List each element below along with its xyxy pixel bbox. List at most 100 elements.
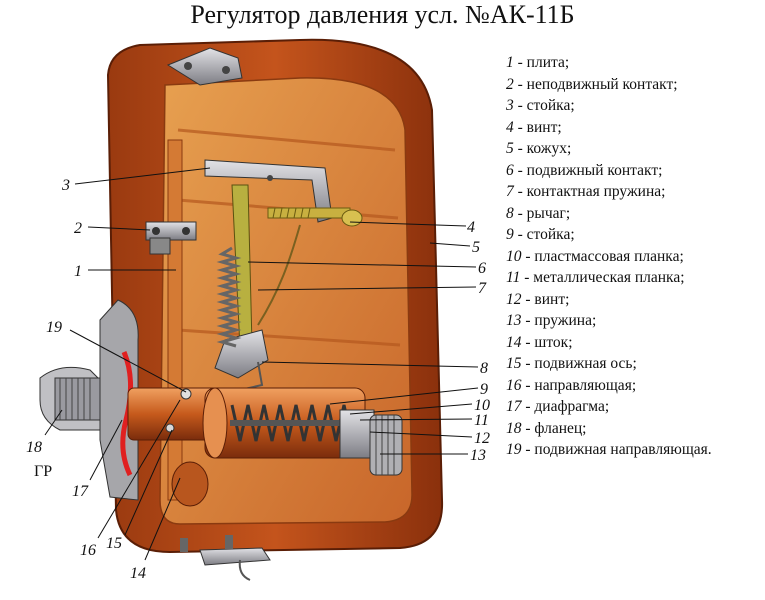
legend-separator: - xyxy=(521,376,535,394)
legend-text: подвижная направляющая. xyxy=(534,441,712,458)
legend-text: подвижная ось; xyxy=(534,355,637,372)
axis-pin xyxy=(165,423,175,433)
pivot-pin xyxy=(180,388,192,400)
legend-text: металлическая планка; xyxy=(533,269,685,286)
legend-item: 2 - неподвижный контакт; xyxy=(506,74,712,96)
legend-number: 10 xyxy=(506,247,522,265)
legend-text: шток; xyxy=(534,333,573,351)
callout-1: 1 xyxy=(74,263,82,280)
callout-15: 15 xyxy=(106,535,122,552)
legend-item: 18 - фланец; xyxy=(506,418,712,440)
legend-number: 7 xyxy=(506,183,514,200)
callout-11: 11 xyxy=(474,412,489,429)
callout-17: 17 xyxy=(72,483,89,500)
legend-text: плита; xyxy=(526,54,570,71)
legend-number: 15 xyxy=(506,355,522,372)
callout-8: 8 xyxy=(480,360,488,377)
legend-separator: - xyxy=(513,140,527,157)
leader-lines xyxy=(44,167,479,561)
legend-text: пластмассовая планка; xyxy=(534,247,684,265)
legend-separator: - xyxy=(513,54,527,71)
bottom-mount xyxy=(180,535,271,581)
diaphragm xyxy=(120,351,134,477)
legend-separator: - xyxy=(521,441,535,458)
legend-number: 4 xyxy=(506,118,514,136)
legend-item: 17 - диафрагма; xyxy=(506,396,712,418)
pressure-regulator-diagram: 3 2 1 4 5 6 7 8 9 10 11 12 13 19 18 ГР 1… xyxy=(26,38,490,582)
legend-separator: - xyxy=(521,312,535,329)
legend-item: 9 - стойка; xyxy=(506,224,712,246)
legend-text: винт; xyxy=(526,118,562,136)
legend-item: 12 - винт; xyxy=(506,289,712,311)
legend-text: фланец; xyxy=(534,419,587,437)
legend-item: 15 - подвижная ось; xyxy=(506,353,712,375)
legend-item: 14 - шток; xyxy=(506,332,712,354)
legend-text: направляющая; xyxy=(534,376,637,394)
legend-item: 7 - контактная пружина; xyxy=(506,181,712,203)
legend-separator: - xyxy=(513,204,527,222)
parts-legend: 1 - плита;2 - неподвижный контакт;3 - ст… xyxy=(506,52,712,461)
legend-separator: - xyxy=(520,269,534,286)
callout-9: 9 xyxy=(480,381,488,398)
legend-item: 11 - металлическая планка; xyxy=(506,267,712,289)
callout-16: 16 xyxy=(80,542,96,559)
legend-text: рычаг; xyxy=(526,204,571,222)
contact-spring xyxy=(257,224,301,326)
legend-separator: - xyxy=(521,419,535,437)
callout-6: 6 xyxy=(478,260,486,277)
callout-5: 5 xyxy=(472,239,480,256)
legend-item: 4 - винт; xyxy=(506,117,712,139)
legend-separator: - xyxy=(513,183,527,200)
legend-number: 17 xyxy=(506,398,522,415)
flange xyxy=(39,299,139,501)
legend-number: 12 xyxy=(506,290,522,308)
post-bracket xyxy=(204,159,333,223)
callout-gr: ГР xyxy=(34,463,52,480)
legend-number: 11 xyxy=(506,269,521,286)
legend-number: 9 xyxy=(506,226,514,243)
legend-text: стойка; xyxy=(526,97,575,114)
top-latch xyxy=(166,47,243,86)
legend-separator: - xyxy=(513,97,527,114)
callout-7: 7 xyxy=(478,280,487,297)
legend-separator: - xyxy=(513,118,527,136)
legend-item: 3 - стойка; xyxy=(506,95,712,117)
legend-number: 2 xyxy=(506,75,514,93)
legend-text: неподвижный контакт; xyxy=(526,75,678,93)
legend-separator: - xyxy=(513,161,527,179)
legend-item: 13 - пружина; xyxy=(506,310,712,332)
fixed-contact xyxy=(145,221,197,255)
legend-separator: - xyxy=(513,75,527,93)
legend-number: 8 xyxy=(506,204,514,222)
callout-3: 3 xyxy=(61,177,70,194)
legend-number: 3 xyxy=(506,97,514,114)
lever-spring xyxy=(216,246,242,348)
legend-text: винт; xyxy=(534,290,570,308)
legend-number: 5 xyxy=(506,140,514,157)
callout-10: 10 xyxy=(474,397,490,414)
legend-separator: - xyxy=(513,226,527,243)
legend-text: стойка; xyxy=(526,226,575,243)
legend-text: пружина; xyxy=(534,312,597,329)
legend-item: 19 - подвижная направляющая. xyxy=(506,439,712,461)
end-cap xyxy=(339,409,403,476)
callout-13: 13 xyxy=(470,447,486,464)
legend-item: 16 - направляющая; xyxy=(506,375,712,397)
callout-2: 2 xyxy=(74,220,82,237)
legend-item: 6 - подвижный контакт; xyxy=(506,160,712,182)
legend-number: 18 xyxy=(506,419,522,437)
legend-separator: - xyxy=(521,398,535,415)
legend-text: контактная пружина; xyxy=(526,183,666,200)
legend-number: 1 xyxy=(506,54,514,71)
callout-14: 14 xyxy=(130,565,146,582)
legend-separator: - xyxy=(521,290,535,308)
stem-bore xyxy=(171,461,209,507)
legend-separator: - xyxy=(521,247,535,265)
callout-19: 19 xyxy=(46,319,62,336)
legend-number: 19 xyxy=(506,441,522,458)
legend-number: 16 xyxy=(506,376,522,394)
legend-text: кожух; xyxy=(526,140,572,157)
legend-item: 10 - пластмассовая планка; xyxy=(506,246,712,268)
moving-contact-lever xyxy=(214,184,269,391)
legend-number: 13 xyxy=(506,312,522,329)
